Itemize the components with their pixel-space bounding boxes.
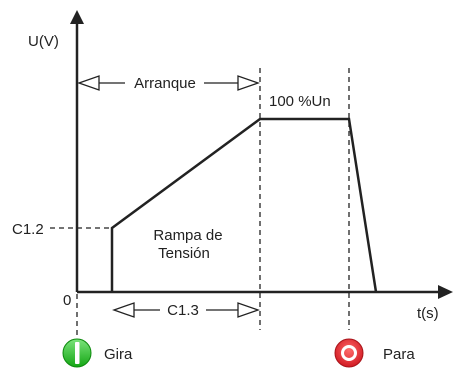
dashed-guides (50, 68, 350, 338)
start-button[interactable]: Gira (62, 338, 133, 368)
arranque-label: Arranque (134, 75, 196, 92)
y-axis-label: U(V) (28, 33, 59, 50)
c13-dimension (112, 302, 260, 318)
y-axis (70, 10, 84, 292)
ramp-label-line1: Rampa de (153, 227, 222, 244)
start-icon (62, 338, 92, 368)
stop-button[interactable]: Para (334, 338, 415, 368)
x-axis (77, 285, 453, 299)
stop-icon (334, 338, 364, 368)
voltage-curve (110, 117, 378, 293)
x-axis-label: t(s) (417, 305, 439, 322)
origin-label: 0 (63, 292, 71, 309)
c12-level-label: C1.2 (12, 221, 44, 238)
c13-label: C1.3 (167, 302, 199, 319)
arranque-dimension (77, 75, 260, 91)
full-voltage-label: 100 %Un (269, 93, 331, 110)
start-label: Gira (104, 346, 133, 363)
stop-label: Para (383, 346, 415, 363)
ramp-label-line2: Tensión (158, 245, 210, 262)
